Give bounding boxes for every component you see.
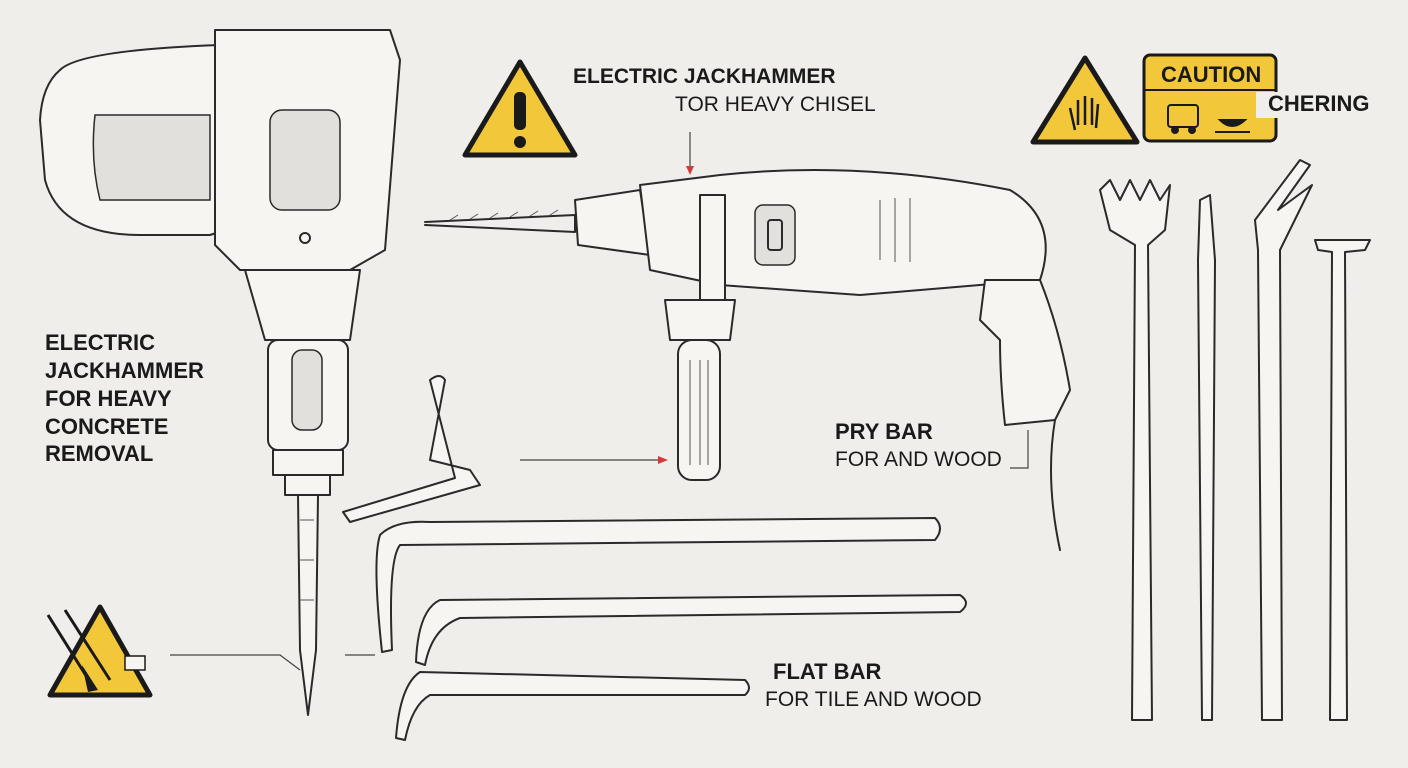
- leader-arrow-pry: [658, 456, 668, 464]
- pry-bars-illustration: [342, 375, 967, 741]
- hand-tools-illustration: [1099, 159, 1371, 721]
- left-label-line-1: ELECTRIC: [45, 330, 155, 355]
- bowl-icon: [1215, 119, 1250, 133]
- leader-line-chisel: [170, 654, 375, 671]
- flat-bar-subtitle: FOR TILE AND WOOD: [765, 688, 982, 711]
- pry-bar-subtitle: FOR AND WOOD: [835, 448, 1002, 471]
- caution-side-text: CHERING: [1268, 91, 1369, 116]
- top-title: ELECTRIC JACKHAMMER: [573, 65, 836, 88]
- jackhammer-illustration: [39, 29, 401, 716]
- rotary-hammer-drill-illustration: [424, 169, 1071, 551]
- pry-bar-title: PRY BAR: [835, 419, 933, 444]
- left-label-line-2: JACKHAMMER: [45, 358, 204, 383]
- left-label-line-5: REMOVAL: [45, 441, 153, 466]
- caution-sign: CAUTION: [1142, 53, 1286, 143]
- leader-line-pry-bracket: [1010, 430, 1029, 469]
- top-subtitle: TOR HEAVY CHISEL: [675, 93, 876, 116]
- left-label-line-3: FOR HEAVY: [45, 386, 172, 411]
- flat-bar-title: FLAT BAR: [773, 659, 881, 684]
- warning-hand-icon: [1030, 55, 1140, 145]
- warning-exclamation-icon: [462, 59, 578, 158]
- machine-icon: [1167, 104, 1199, 128]
- caution-sign-text: CAUTION: [1161, 62, 1261, 87]
- leader-arrow-top: [686, 166, 694, 175]
- left-label-line-4: CONCRETE: [45, 414, 168, 439]
- warning-no-tools-icon: [46, 604, 153, 698]
